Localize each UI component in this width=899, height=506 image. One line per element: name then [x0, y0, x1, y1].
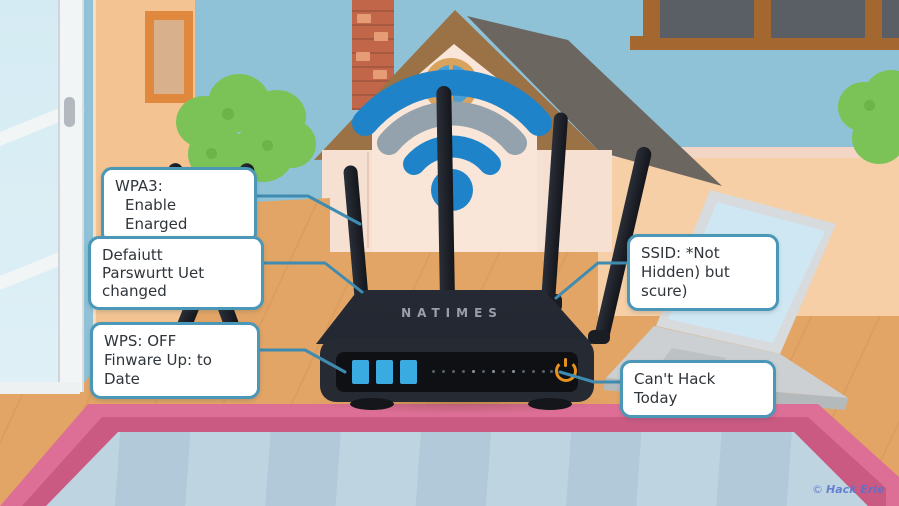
bush-right: [852, 112, 899, 164]
indicator-dot: [432, 370, 435, 373]
window-handle: [64, 97, 75, 127]
bush-leaf-spot: [262, 140, 273, 151]
watermark-text: Hack Erie: [826, 483, 885, 496]
right-window-pane: [882, 0, 899, 38]
indicator-dot: [472, 370, 475, 373]
callout-line: SSID: *Not: [641, 244, 720, 262]
callout-cant-hack: Can't Hack Today: [620, 360, 776, 418]
bush-leaf-spot: [864, 100, 875, 111]
house-corner-line: [367, 152, 369, 248]
router-foot: [528, 398, 572, 410]
router-led: [376, 360, 393, 384]
callout-line: Finware Up: to Date: [104, 351, 212, 388]
indicator-dot: [482, 370, 485, 373]
indicator-dot: [522, 370, 525, 373]
indicator-dot: [502, 370, 505, 373]
brick: [356, 52, 370, 61]
copyright-icon: ©: [812, 483, 823, 496]
callout-line: Can't Hack Today: [634, 370, 716, 407]
callout-line: WPA3:: [115, 177, 163, 195]
callout-line: WPS: OFF: [104, 332, 177, 350]
bush-leaf-spot: [222, 108, 234, 120]
callout-wpa3: WPA3: Enable Enarged: [101, 167, 257, 244]
router-led: [400, 360, 417, 384]
callout-wps: WPS: OFF Finware Up: to Date: [90, 322, 260, 399]
bush-left: [268, 120, 316, 168]
power-icon: [555, 358, 577, 382]
right-window-pane: [771, 0, 865, 38]
callout-default-password: Defaiutt Parswurtt Uet changed: [88, 236, 264, 310]
indicator-dot: [442, 370, 445, 373]
callout-line: Hidden) but scure): [641, 263, 730, 300]
indicator-dot: [532, 370, 535, 373]
right-window-post: [643, 0, 660, 38]
indicator-dot: [462, 370, 465, 373]
callout-line: Defaiutt: [102, 246, 163, 264]
indicator-dot: [550, 370, 553, 373]
picture-frame: [145, 11, 193, 103]
indicator-dot: [542, 370, 545, 373]
window-glass: [0, 0, 60, 390]
watermark: © Hack Erie: [812, 483, 884, 496]
bush-leaf-spot: [206, 148, 217, 159]
indicator-dot: [512, 370, 515, 373]
brick: [374, 32, 388, 41]
window-frame-bottom: [0, 382, 80, 394]
right-window-post: [865, 0, 882, 38]
right-window-pane: [660, 0, 754, 38]
brick: [357, 14, 371, 23]
router-led: [352, 360, 369, 384]
indicator-dot: [452, 370, 455, 373]
right-window-sill: [630, 36, 899, 50]
window-frame: [58, 0, 84, 392]
antenna-hinge: [588, 330, 610, 344]
callout-ssid: SSID: *Not Hidden) but scure): [627, 234, 779, 311]
router-foot: [350, 398, 394, 410]
indicator-dot: [492, 370, 495, 373]
router-front-panel: [336, 352, 578, 392]
callout-line: Parswurtt Uet changed: [102, 264, 205, 300]
callout-line: Enable Enarged: [125, 196, 188, 233]
router-brand-label: NATIMES: [401, 306, 503, 320]
right-window-post: [754, 0, 771, 38]
brick: [373, 70, 387, 79]
